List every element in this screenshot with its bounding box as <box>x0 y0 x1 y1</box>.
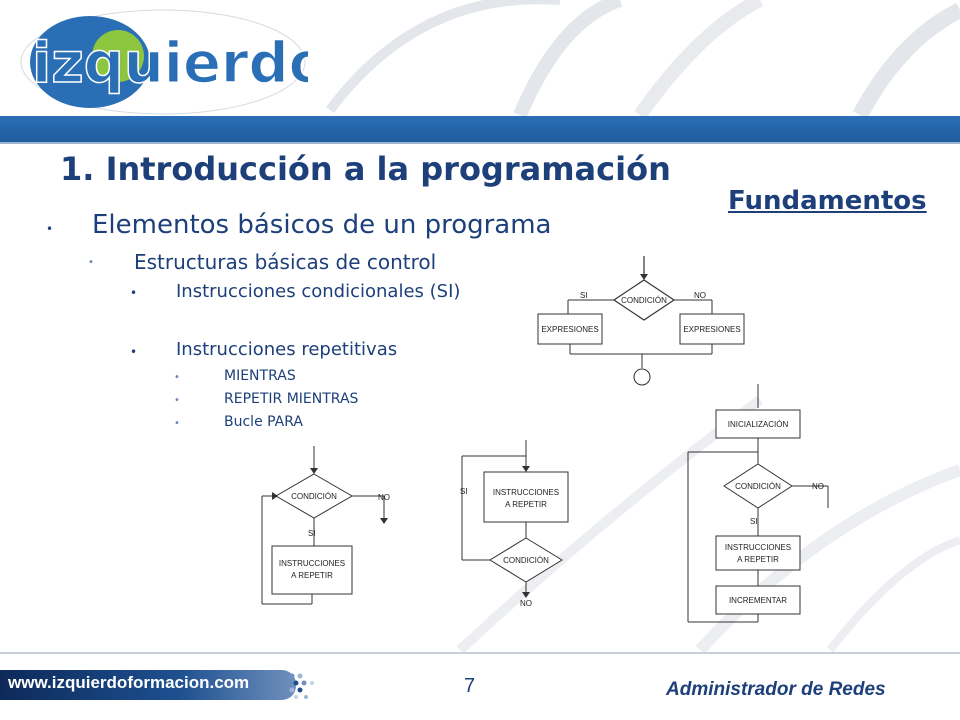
for-init-label: INICIALIZACIÓN <box>728 420 789 429</box>
flowchart-repeat-while: INSTRUCCIONES A REPETIR CONDICIÓN SI NO <box>460 440 569 608</box>
repeat-box-line2: A REPETIR <box>505 500 547 509</box>
while-no-label: NO <box>378 493 390 502</box>
for-box-line2: A REPETIR <box>737 555 779 564</box>
bullet-level3-repetitive: Instrucciones repetitivas <box>176 339 398 360</box>
bullet-level4-bucle-para: Bucle PARA <box>224 414 303 430</box>
conditional-condition-label: CONDICIÓN <box>621 296 667 305</box>
for-box-line1: INSTRUCCIONES <box>725 543 791 552</box>
header-bar-line <box>0 142 960 144</box>
conditional-left-box-label: EXPRESIONES <box>541 325 598 334</box>
bullet-dot: • <box>174 372 180 383</box>
logo-text: izquierdo <box>32 31 308 96</box>
for-increment-label: INCREMENTAR <box>729 596 787 605</box>
for-yes-label: SI <box>750 517 758 526</box>
while-condition-label: CONDICIÓN <box>291 492 337 501</box>
repeat-no-label: NO <box>520 599 532 608</box>
footer-divider <box>0 652 960 654</box>
bullet-dot: • <box>46 222 54 236</box>
bullet-dot: • <box>130 345 138 359</box>
flowchart-for: INICIALIZACIÓN CONDICIÓN NO SI INSTRUCCI… <box>687 384 829 623</box>
bullet-level1: Elementos básicos de un programa <box>92 210 552 240</box>
slide-title: 1. Introducción a la programación <box>60 150 671 188</box>
flowchart-conditional: CONDICIÓN SI NO EXPRESIONES EXPRESIONES <box>537 256 745 386</box>
repeat-condition-label: CONDICIÓN <box>503 556 549 565</box>
page-number: 7 <box>464 675 476 697</box>
repeat-yes-label: SI <box>460 487 468 496</box>
for-no-label: NO <box>812 482 824 491</box>
course-name: Administrador de Redes <box>666 679 886 700</box>
bullet-dot: • <box>174 418 180 429</box>
bullet-level4-mientras: MIENTRAS <box>224 368 296 384</box>
conditional-yes-label: SI <box>580 291 588 300</box>
izquierdo-logo: izquierdo <box>20 9 308 115</box>
header-bar <box>0 116 960 142</box>
while-box-line2: A REPETIR <box>291 571 333 580</box>
repeat-box-line1: INSTRUCCIONES <box>493 488 559 497</box>
bullet-level3-conditional: Instrucciones condicionales (SI) <box>176 281 461 302</box>
flowchart-while: CONDICIÓN NO SI INSTRUCCIONES A REPETIR <box>261 446 390 605</box>
dots-icon <box>289 673 314 699</box>
section-label: Fundamentos <box>728 186 927 216</box>
conditional-no-label: NO <box>694 291 706 300</box>
footer-url-link[interactable]: www.izquierdoformacion.com <box>8 673 250 692</box>
bullet-dot: • <box>174 395 180 406</box>
while-box-line1: INSTRUCCIONES <box>279 559 345 568</box>
bullet-dot: • <box>130 286 138 300</box>
footer-url-banner[interactable]: www.izquierdoformacion.com <box>0 670 296 700</box>
bullet-level4-repetir-mientras: REPETIR MIENTRAS <box>224 391 359 407</box>
while-yes-label: SI <box>308 529 316 538</box>
for-condition-label: CONDICIÓN <box>735 482 781 491</box>
conditional-right-box-label: EXPRESIONES <box>683 325 740 334</box>
bullet-dot: • <box>88 257 94 268</box>
bullet-level2: Estructuras básicas de control <box>134 250 437 274</box>
